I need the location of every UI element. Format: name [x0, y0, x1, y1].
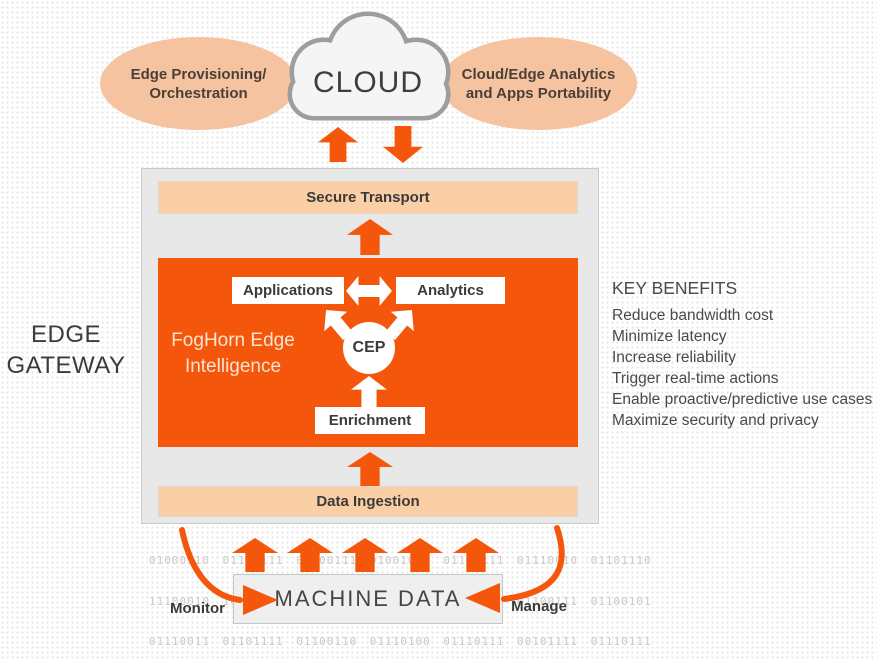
cep-circle: CEP	[343, 322, 395, 374]
curved-arrow-monitor	[179, 527, 243, 603]
key-benefit-item: Trigger real-time actions	[612, 370, 779, 387]
edge-provisioning-label-line2: Orchestration	[149, 84, 248, 102]
applications-label: Applications	[242, 282, 333, 299]
key-benefit-item: Maximize security and privacy	[612, 412, 819, 429]
arrowhead-monitor-icon	[243, 585, 278, 615]
secure-transport-label: Secure Transport	[306, 189, 430, 206]
down-arrow-icon-cloud	[383, 126, 423, 163]
data-ingestion-label: Data Ingestion	[316, 493, 420, 510]
edge-provisioning-ellipse: Edge Provisioning/ Orchestration	[100, 37, 297, 130]
manage-label: Manage	[511, 598, 567, 615]
key-benefit-item: Enable proactive/predictive use cases	[612, 391, 873, 408]
up-arrow-icon-cloud	[318, 127, 358, 162]
foghorn-edge-intelligence-label: FogHorn Edge Intelligence	[171, 330, 295, 377]
cloud-analytics-label-line1: Cloud/Edge Analytics	[461, 65, 616, 83]
data-ingestion-bar: Data Ingestion	[158, 486, 578, 517]
monitor-manage-curved-arrows	[179, 525, 565, 615]
key-benefit-item: Increase reliability	[612, 349, 737, 366]
key-benefits-section: KEY BENEFITS Reduce bandwidth cost Minim…	[612, 278, 877, 431]
foghorn-edge-intelligence-box: Applications Analytics CEP Enrichment Fo…	[158, 258, 578, 447]
applications-box: Applications	[232, 277, 344, 304]
cloud-label: CLOUD	[312, 66, 423, 99]
key-benefit-item: Reduce bandwidth cost	[612, 307, 774, 324]
machine-data-label: MACHINE DATA	[274, 586, 462, 611]
cloud-edge-analytics-ellipse: Cloud/Edge Analytics and Apps Portabilit…	[440, 37, 637, 130]
enrichment-label: Enrichment	[328, 412, 412, 429]
curved-arrow-manage	[501, 525, 565, 602]
cloud-analytics-label-line2: and Apps Portability	[465, 84, 612, 102]
up-arrow-icon-enrichment-to-cep	[351, 376, 387, 407]
key-benefit-item: Minimize latency	[612, 328, 727, 345]
up-arrow-icon-to-secure-transport	[347, 219, 393, 255]
machine-data-box: MACHINE DATA	[233, 574, 503, 624]
binary-row: 01110011 01101111 01100110 01110100 0111…	[149, 635, 652, 648]
enrichment-box: Enrichment	[315, 407, 425, 434]
double-arrow-icon-apps-analytics	[346, 276, 392, 306]
monitor-label: Monitor	[170, 600, 225, 617]
up-arrow-icon-to-intelligence	[347, 452, 393, 486]
cloud-icon	[287, 11, 451, 121]
edge-provisioning-label-line1: Edge Provisioning/	[130, 65, 267, 83]
secure-transport-bar: Secure Transport	[158, 181, 578, 214]
edge-gateway-label: EDGE GATEWAY	[6, 321, 126, 379]
edge-gateway-box: Secure Transport Applications Analytics …	[141, 168, 599, 524]
key-benefits-title: KEY BENEFITS	[612, 278, 738, 298]
arrowhead-manage-icon	[465, 583, 500, 613]
analytics-label: Analytics	[417, 282, 484, 299]
cep-label: CEP	[352, 339, 386, 356]
analytics-box: Analytics	[396, 277, 505, 304]
